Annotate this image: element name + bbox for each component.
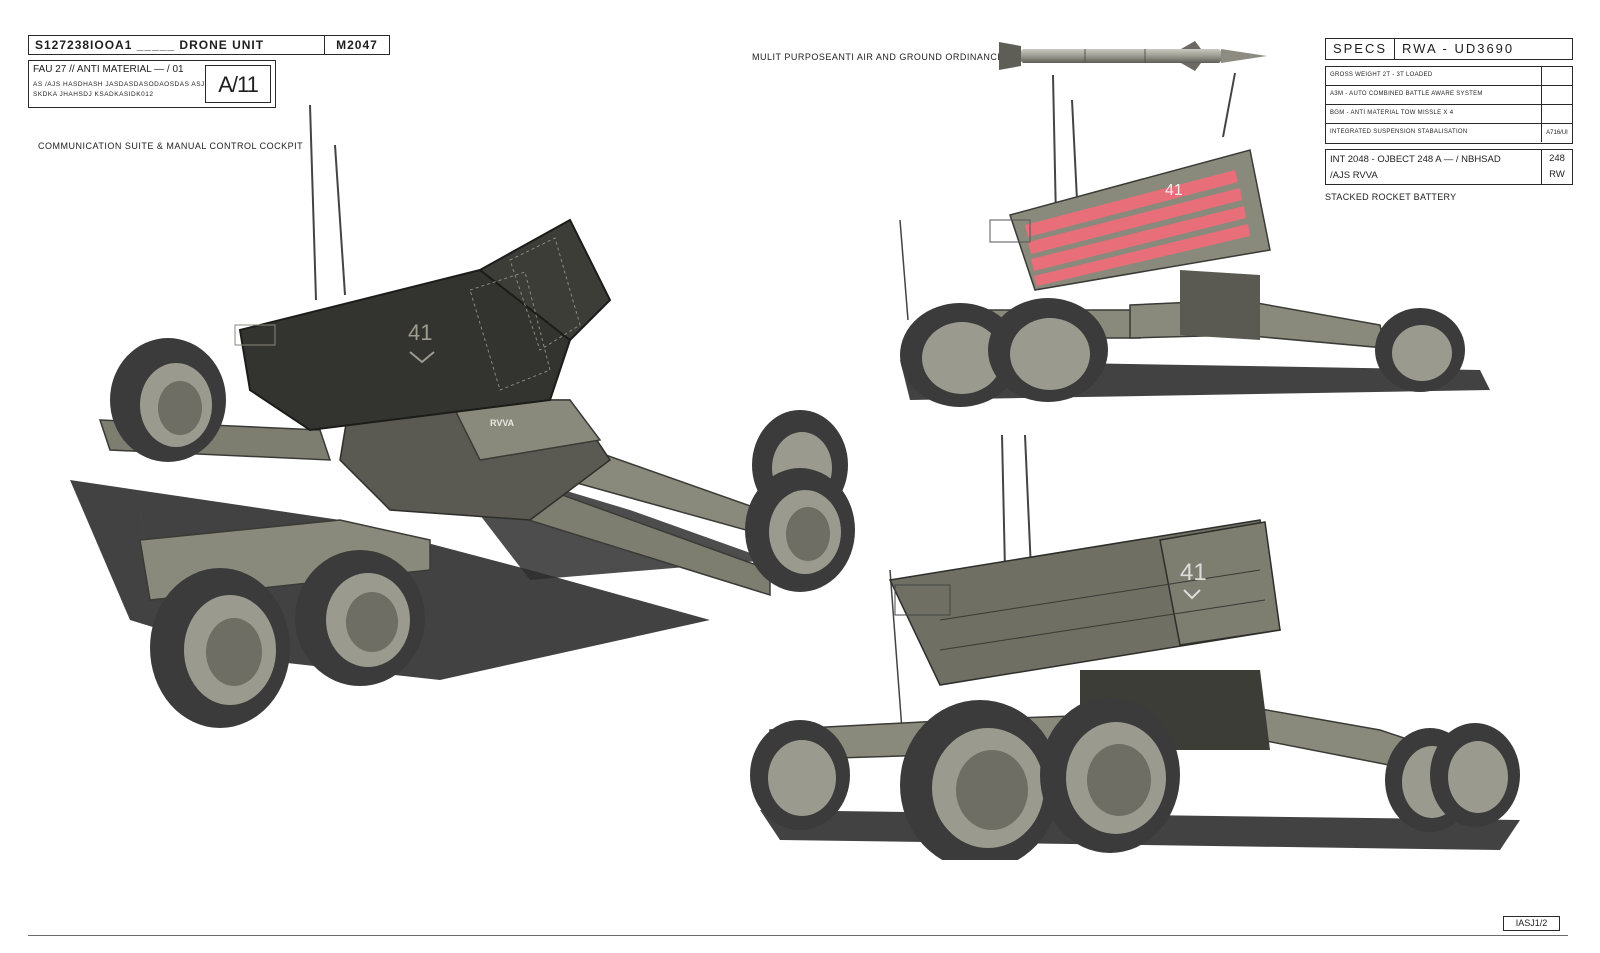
vehicle-rear-illustration: 41	[750, 434, 1520, 860]
wheel	[988, 298, 1108, 402]
model-number: M2047	[336, 38, 378, 52]
designation-code: A/11	[205, 65, 271, 103]
wheel	[745, 468, 855, 592]
sheet-code: IASJ1/2	[1503, 916, 1560, 931]
communication-caption: COMMUNICATION SUITE & MANUAL CONTROL COC…	[38, 141, 304, 151]
designation-block: FAU 27 // ANTI MATERIAL — / 01 AS /AJS H…	[28, 60, 276, 108]
specs-table: GROSS WEIGHT 2T - 3T LOADED A3M - AUTO C…	[1325, 66, 1573, 144]
int-line: /AJS RVVA	[1330, 170, 1378, 181]
specs-label: SPECS	[1326, 39, 1395, 59]
ordinance-caption: MULIT PURPOSEANTI AIR AND GROUND ORDINAN…	[752, 52, 1004, 62]
unit-number: 41	[1165, 182, 1183, 199]
rocket-pod-highlight	[1025, 170, 1250, 286]
missile-illustration	[999, 41, 1267, 71]
wheel	[110, 338, 226, 462]
spec-row: BGM - ANTI MATERIAL TOW MISSLE X 4	[1326, 105, 1572, 124]
wheel	[750, 720, 850, 830]
specs-int-block: INT 2048 - OJBECT 248 A — / NBHSAD /AJS …	[1325, 149, 1573, 185]
spec-row: INTEGRATED SUSPENSION STABALISATION A716…	[1326, 124, 1572, 142]
spec-text: A3M - AUTO COMBINED BATTLE AWARE SYSTEM	[1330, 91, 1483, 97]
int-code-cell: 248 RW	[1541, 150, 1572, 184]
designation-line: FAU 27 // ANTI MATERIAL — / 01	[33, 64, 184, 75]
spec-code	[1541, 86, 1572, 104]
vehicle-perspective-illustration: 41 RVVA	[70, 104, 855, 728]
vehicle-side-illustration: 41	[899, 72, 1490, 407]
designation-note: SKDKA JHAHSDJ KSADKASIDK012	[33, 91, 154, 98]
wheel	[1040, 697, 1180, 853]
wheel	[900, 700, 1060, 860]
rocket-battery-caption: STACKED ROCKET BATTERY	[1325, 192, 1457, 202]
title-block: S127238IOOA1 _____ DRONE UNIT M2047	[28, 35, 390, 55]
spec-code	[1541, 67, 1572, 85]
wheel	[295, 550, 425, 686]
unit-number: 41	[408, 320, 432, 345]
spec-text: BGM - ANTI MATERIAL TOW MISSLE X 4	[1330, 110, 1454, 116]
wheel	[900, 303, 1020, 407]
int-code: 248	[1549, 153, 1565, 164]
bottom-divider	[28, 935, 1568, 936]
spec-text: GROSS WEIGHT 2T - 3T LOADED	[1330, 72, 1433, 78]
unit-number: 41	[1180, 559, 1207, 586]
spec-text: INTEGRATED SUSPENSION STABALISATION	[1330, 129, 1468, 135]
brand-mark: RVVA	[490, 418, 515, 428]
spec-code: A716/UI	[1541, 124, 1572, 142]
specs-model: RWA - UD3690	[1402, 41, 1515, 56]
int-code: RW	[1549, 169, 1565, 180]
wheel	[1375, 308, 1465, 392]
specs-header: SPECS RWA - UD3690	[1325, 38, 1573, 60]
wheel	[150, 568, 290, 728]
spec-code	[1541, 105, 1572, 123]
wheel	[1430, 723, 1520, 827]
spec-row: GROSS WEIGHT 2T - 3T LOADED	[1326, 67, 1572, 86]
spec-row: A3M - AUTO COMBINED BATTLE AWARE SYSTEM	[1326, 86, 1572, 105]
int-line: INT 2048 - OJBECT 248 A — / NBHSAD	[1330, 154, 1501, 165]
designation-note: AS /AJS HASDHASH JASDASDASODAOSDAS ASJ	[33, 81, 205, 88]
drawing-code: S127238IOOA1 _____ DRONE UNIT	[29, 36, 325, 54]
